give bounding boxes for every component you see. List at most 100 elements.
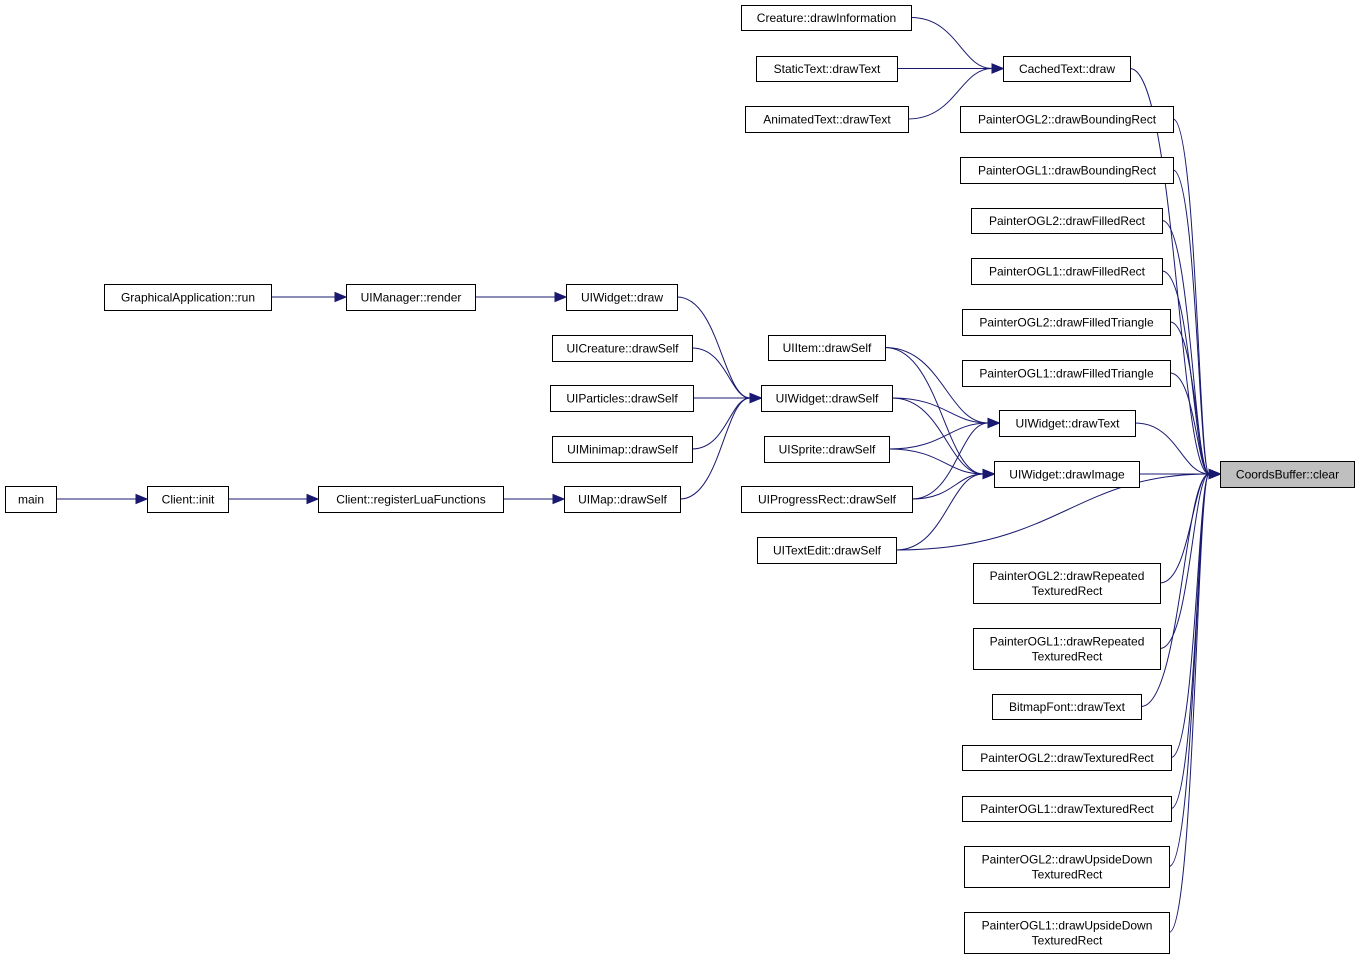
node-box[interactable] [1220,461,1355,488]
node-box[interactable] [741,5,912,31]
node-main[interactable]: main [5,486,57,513]
node-box[interactable] [147,486,229,513]
node-box[interactable] [552,436,693,463]
edge-uimanager_render-to-uiwidget_draw [475,291,568,303]
node-box[interactable] [104,284,272,311]
node-label: CachedText::draw [1019,62,1115,76]
arrowhead-icon [982,468,996,480]
node-box[interactable] [962,309,1171,336]
node-uiprogressrect-drawself[interactable]: UIProgressRect::drawSelf [741,486,913,513]
arrowhead-icon [135,493,149,505]
node-label: UIMap::drawSelf [578,493,667,507]
edge-line [884,347,984,475]
node-label: UIWidget::draw [581,291,663,305]
node-label: UISprite::drawSelf [779,443,876,457]
node-uitextedit-drawself[interactable]: UITextEdit::drawSelf [757,537,897,564]
node-painterogl2-drawfilledtriangle[interactable]: PainterOGL2::drawFilledTriangle [962,309,1171,336]
node-box[interactable] [971,208,1163,234]
node-box[interactable] [768,335,886,361]
node-box[interactable] [964,912,1170,954]
edge-line [888,422,989,450]
node-box[interactable] [960,106,1174,133]
node-animatedtext-drawtext[interactable]: AnimatedText::drawText [745,106,909,133]
node-box[interactable] [741,486,913,513]
node-uiwidget-draw[interactable]: UIWidget::draw [566,284,678,311]
node-box[interactable] [964,846,1170,888]
edge-line [895,473,1210,551]
node-label: PainterOGL1::drawUpsideDown [982,919,1153,933]
node-box[interactable] [971,258,1163,285]
node-label: UIParticles::drawSelf [566,392,678,406]
node-uiminimap-drawself[interactable]: UIMinimap::drawSelf [552,436,693,463]
node-label: UIManager::render [361,291,462,305]
node-painterogl1-drawfilledrect[interactable]: PainterOGL1::drawFilledRect [971,258,1163,285]
node-box[interactable] [346,284,476,311]
node-label: PainterOGL2::drawRepeated [990,569,1145,583]
node-label: BitmapFont::drawText [1009,700,1126,714]
node-painterogl2-drawboundingrect[interactable]: PainterOGL2::drawBoundingRect [960,106,1174,133]
node-uiwidget-drawimage[interactable]: UIWidget::drawImage [994,461,1140,488]
node-uicreature-drawself[interactable]: UICreature::drawSelf [552,335,693,362]
node-box[interactable] [756,56,898,82]
edge-uiprogressrect_drawself-to-uiwidget_drawtext [911,417,1001,500]
node-box[interactable] [1003,56,1131,82]
node-graphicalapplication-run[interactable]: GraphicalApplication::run [104,284,272,311]
node-label: StaticText::drawText [774,62,881,76]
node-box[interactable] [973,628,1161,670]
node-creature-drawinformation[interactable]: Creature::drawInformation [741,5,912,31]
node-box[interactable] [962,796,1172,822]
node-box[interactable] [764,436,890,463]
node-uisprite-drawself[interactable]: UISprite::drawSelf [764,436,890,463]
node-painterogl2-drawtexturedrect[interactable]: PainterOGL2::drawTexturedRect [962,745,1172,771]
node-uiparticles-drawself[interactable]: UIParticles::drawSelf [550,385,694,412]
node-coordsbuffer-clear[interactable]: CoordsBuffer::clear [1220,461,1355,488]
node-box[interactable] [564,486,681,513]
node-uimap-drawself[interactable]: UIMap::drawSelf [564,486,681,513]
node-painterogl1-drawfilledtriangle[interactable]: PainterOGL1::drawFilledTriangle [962,360,1171,387]
node-uiwidget-drawtext[interactable]: UIWidget::drawText [999,410,1136,437]
node-box[interactable] [973,563,1161,604]
node-box[interactable] [552,335,693,362]
node-box[interactable] [550,385,694,412]
node-uimanager-render[interactable]: UIManager::render [346,284,476,311]
node-statictext-drawtext[interactable]: StaticText::drawText [756,56,898,82]
node-box[interactable] [757,537,897,564]
node-label: TexturedRect [1032,584,1103,598]
node-uiitem-drawself[interactable]: UIItem::drawSelf [768,335,886,361]
node-client-init[interactable]: Client::init [147,486,229,513]
node-box[interactable] [962,745,1172,771]
edge-painterogl2_drawrepeatedtexturedrect-to-coordsbuffer_clear [1159,468,1222,584]
node-label: PainterOGL1::drawFilledRect [989,265,1146,279]
node-box[interactable] [745,106,909,133]
node-box[interactable] [992,694,1142,720]
node-uiwidget-drawself[interactable]: UIWidget::drawSelf [761,385,893,412]
node-box[interactable] [999,410,1136,437]
node-box[interactable] [962,360,1171,387]
node-box[interactable] [318,486,504,513]
node-box[interactable] [960,157,1174,184]
edge-line [1169,372,1210,475]
node-label: UIWidget::drawImage [1009,468,1125,482]
edge-line [911,422,989,500]
edge-graphicalapplication_run-to-uimanager_render [271,291,348,303]
node-cachedtext-draw[interactable]: CachedText::draw [1003,56,1131,82]
node-client-registerluafunctions[interactable]: Client::registerLuaFunctions [318,486,504,513]
node-painterogl1-drawtexturedrect[interactable]: PainterOGL1::drawTexturedRect [962,796,1172,822]
node-painterogl2-drawfilledrect[interactable]: PainterOGL2::drawFilledRect [971,208,1163,234]
node-label: Creature::drawInformation [757,11,896,25]
node-box[interactable] [566,284,678,311]
node-label: UITextEdit::drawSelf [773,544,882,558]
edges-layer [56,17,1222,933]
node-label: UICreature::drawSelf [566,342,679,356]
node-label: PainterOGL2::drawBoundingRect [978,113,1157,127]
node-painterogl1-drawboundingrect[interactable]: PainterOGL1::drawBoundingRect [960,157,1174,184]
node-box[interactable] [761,385,893,412]
node-box[interactable] [5,486,57,513]
arrowhead-icon [554,291,568,303]
node-box[interactable] [994,461,1140,488]
node-bitmapfont-drawtext[interactable]: BitmapFont::drawText [992,694,1142,720]
